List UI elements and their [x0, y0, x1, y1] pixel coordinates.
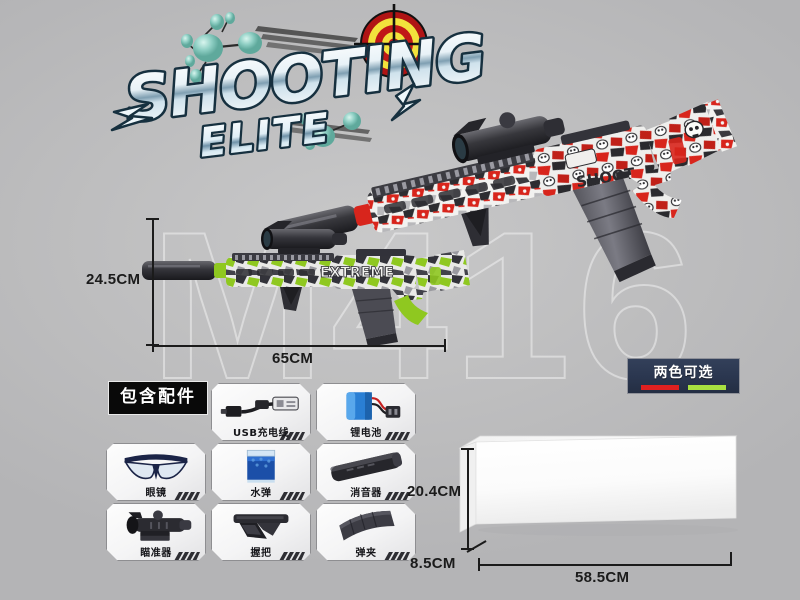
- accessory-label: 消音器: [350, 488, 382, 499]
- accessory-label: 握把: [250, 548, 272, 559]
- accessory-card-foregrip[interactable]: 握把: [211, 503, 311, 561]
- silencer-icon: [317, 446, 415, 486]
- dimension-label-box-depth: 8.5CM: [410, 555, 456, 572]
- scope-part: [451, 112, 565, 165]
- alt-gun-green: EXTREME: [140, 215, 470, 350]
- svg-text:EXTREME: EXTREME: [320, 265, 394, 281]
- scope-icon: [107, 506, 205, 546]
- card-stripes-decor: [174, 488, 200, 497]
- foregrip-icon: [212, 506, 310, 546]
- accessory-card-usb-cable[interactable]: USB充电线: [211, 383, 311, 441]
- color-swatch-red[interactable]: [641, 385, 679, 390]
- magazine-icon: [317, 506, 415, 546]
- gel-ball-icon: [181, 12, 262, 83]
- card-stripes-decor: [279, 488, 305, 497]
- card-stripes-decor: [279, 428, 305, 437]
- accessory-label: 眼镜: [145, 488, 167, 499]
- accessory-label: 弹夹: [355, 548, 377, 559]
- dimension-label-length: 65CM: [272, 350, 314, 367]
- accessory-card-silencer[interactable]: 消音器: [316, 443, 416, 501]
- package-box-illustration: [448, 430, 748, 560]
- color-option-badge[interactable]: 两色可选: [627, 358, 740, 394]
- card-stripes-decor: [174, 548, 200, 557]
- color-option-label: 两色可选: [653, 365, 714, 381]
- card-stripes-decor: [279, 548, 305, 557]
- accessory-card-battery[interactable]: 锂电池: [316, 383, 416, 441]
- safety-glasses-icon: [107, 446, 205, 486]
- gel-ball-icon-secondary: [300, 112, 361, 150]
- target-icon: [354, 4, 434, 84]
- accessory-label: 水弹: [250, 488, 272, 499]
- battery-icon: [317, 386, 415, 426]
- accessory-card-magazine[interactable]: 弹夹: [316, 503, 416, 561]
- color-swatch-green[interactable]: [688, 385, 726, 390]
- dimension-label-height: 24.5CM: [86, 271, 141, 288]
- accessory-card-safety-glasses[interactable]: 眼镜: [106, 443, 206, 501]
- logo-shards: [110, 82, 422, 132]
- main-gun-red: SHOOT: [272, 78, 738, 338]
- accessory-label: 锂电池: [350, 428, 382, 439]
- dimension-label-box-height: 20.4CM: [407, 483, 462, 500]
- color-swatch-row: [641, 385, 726, 390]
- card-stripes-decor: [384, 428, 410, 437]
- gel-bead-pack-icon: [212, 446, 310, 486]
- accessories-title: 包含配件: [108, 381, 208, 415]
- accessory-card-scope[interactable]: 瞄准器: [106, 503, 206, 561]
- accessory-label: USB充电线: [233, 428, 289, 439]
- dimension-label-box-width: 58.5CM: [575, 569, 630, 586]
- accessory-label: 瞄准器: [140, 548, 172, 559]
- card-stripes-decor: [384, 488, 410, 497]
- usb-cable-icon: [212, 386, 310, 426]
- accessories-grid: USB充电线: [106, 383, 426, 563]
- brand-logo: SHOOTING ELITE: [108, 4, 492, 169]
- accessory-card-gel-beads[interactable]: 水弹: [211, 443, 311, 501]
- card-stripes-decor: [384, 548, 410, 557]
